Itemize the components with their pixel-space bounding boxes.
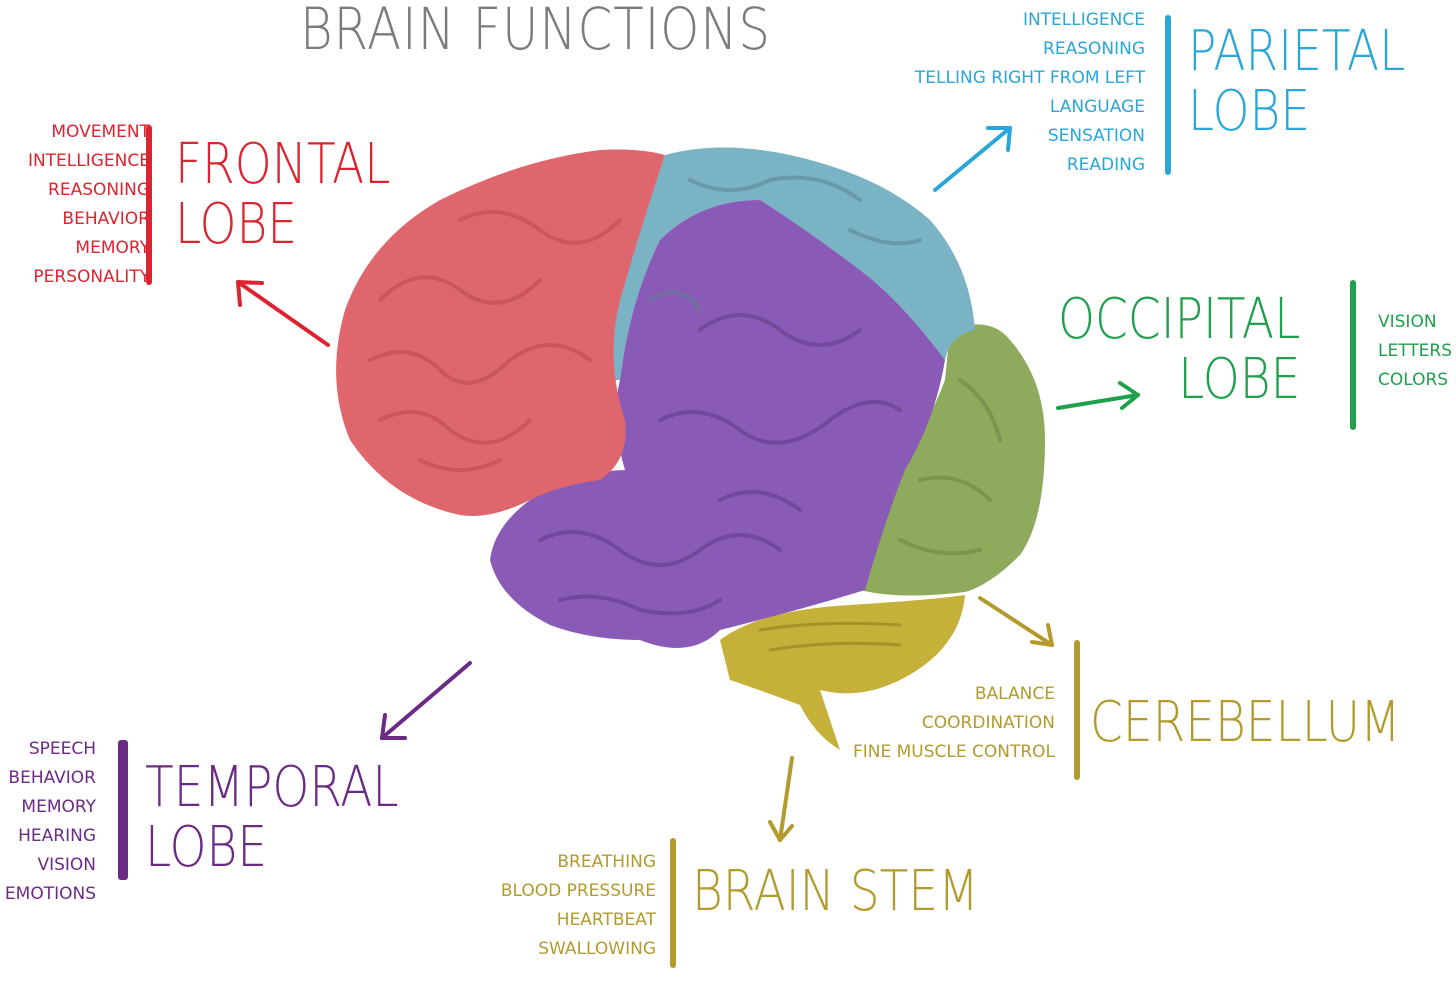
- temporal-function-item: MEMORY: [21, 797, 96, 817]
- parietal-shape: [600, 147, 975, 380]
- frontal-label-line1: FRONTAL: [175, 132, 391, 197]
- occipital-label-line1: OCCIPITAL: [1058, 287, 1301, 352]
- temporal-function-list: SPEECH BEHAVIOR MEMORY HEARING VISION EM…: [0, 735, 96, 909]
- frontal-function-item: MOVEMENT: [51, 122, 150, 142]
- parietal-function-item: SENSATION: [1047, 126, 1145, 146]
- occipital-function-item: VISION: [1378, 312, 1437, 332]
- temporal-function-item: EMOTIONS: [4, 884, 96, 904]
- temporal-function-item: BEHAVIOR: [8, 768, 96, 788]
- cerebellum-arrow: [978, 596, 1054, 647]
- brainstem-function-item: BLOOD PRESSURE: [500, 881, 656, 901]
- frontal-function-list: MOVEMENT INTELLIGENCE REASONING BEHAVIOR…: [0, 118, 150, 292]
- cerebellum-divider: [1074, 640, 1080, 780]
- parietal-lobe-label: PARIETAL LOBE: [1188, 22, 1405, 142]
- brainstem-divider: [670, 838, 676, 968]
- parietal-arrow: [933, 126, 1012, 192]
- temporal-divider: [118, 740, 128, 880]
- parietal-function-item: READING: [1066, 155, 1145, 175]
- brainstem-function-item: HEARTBEAT: [556, 910, 656, 930]
- temporal-function-item: HEARING: [18, 826, 96, 846]
- occipital-gyri: [898, 378, 1002, 556]
- occipital-arrow: [1056, 381, 1140, 410]
- temporal-label-line1: TEMPORAL: [145, 755, 399, 820]
- parietal-divider: [1165, 15, 1171, 175]
- parietal-gyri: [648, 175, 922, 312]
- parietal-function-item: INTELLIGENCE: [1022, 10, 1145, 30]
- cerebellum-label: CEREBELLUM: [1090, 690, 1401, 755]
- brainstem-function-item: BREATHING: [557, 852, 656, 872]
- frontal-label-line2: LOBE: [175, 192, 298, 257]
- occipital-divider: [1350, 280, 1356, 430]
- cerebellum-function-item: FINE MUSCLE CONTROL: [852, 742, 1055, 762]
- frontal-function-item: MEMORY: [75, 238, 150, 258]
- parietal-function-item: TELLING RIGHT FROM LEFT: [914, 68, 1145, 88]
- temporal-gyri: [538, 313, 902, 616]
- temporal-function-item: SPEECH: [28, 739, 96, 759]
- parietal-function-item: REASONING: [1043, 39, 1145, 59]
- brainstem-label: BRAIN STEM: [692, 859, 979, 924]
- frontal-function-item: BEHAVIOR: [62, 209, 150, 229]
- cerebellum-folia: [758, 621, 902, 652]
- occipital-function-item: LETTERS: [1378, 341, 1453, 361]
- brainstem-function-item: SWALLOWING: [538, 939, 656, 959]
- brainstem-function-list: BREATHING BLOOD PRESSURE HEARTBEAT SWALL…: [460, 848, 656, 964]
- brainstem-shape: [720, 595, 965, 750]
- diagram-title: BRAIN FUNCTIONS: [300, 0, 771, 63]
- occipital-function-item: COLORS: [1378, 370, 1449, 390]
- parietal-function-list: INTELLIGENCE REASONING TELLING RIGHT FRO…: [905, 6, 1145, 180]
- parietal-label-line2: LOBE: [1188, 79, 1311, 144]
- parietal-label-line1: PARIETAL: [1188, 19, 1406, 84]
- frontal-gyri: [368, 210, 622, 472]
- occipital-label-line2: LOBE: [1178, 347, 1301, 412]
- occipital-function-list: VISION LETTERS COLORS: [1378, 308, 1456, 395]
- parietal-function-item: LANGUAGE: [1049, 97, 1145, 117]
- brainstem-arrow: [768, 756, 794, 842]
- temporal-shape: [490, 200, 945, 648]
- frontal-lobe-label: FRONTAL LOBE: [175, 135, 390, 255]
- frontal-divider: [146, 125, 152, 285]
- occipital-lobe-label: OCCIPITAL LOBE: [1058, 290, 1300, 410]
- frontal-function-item: PERSONALITY: [33, 267, 150, 287]
- cerebellum-function-item: COORDINATION: [921, 713, 1055, 733]
- cerebellum-function-item: BALANCE: [974, 684, 1055, 704]
- frontal-arrow: [236, 280, 330, 347]
- cerebellum-function-list: BALANCE COORDINATION FINE MUSCLE CONTROL: [830, 680, 1055, 767]
- occipital-shape: [860, 324, 1045, 596]
- temporal-function-item: VISION: [37, 855, 96, 875]
- temporal-arrow: [380, 661, 472, 740]
- temporal-label-line2: LOBE: [145, 815, 268, 880]
- frontal-function-item: REASONING: [48, 180, 150, 200]
- temporal-lobe-label: TEMPORAL LOBE: [145, 758, 399, 878]
- frontal-function-item: INTELLIGENCE: [27, 151, 150, 171]
